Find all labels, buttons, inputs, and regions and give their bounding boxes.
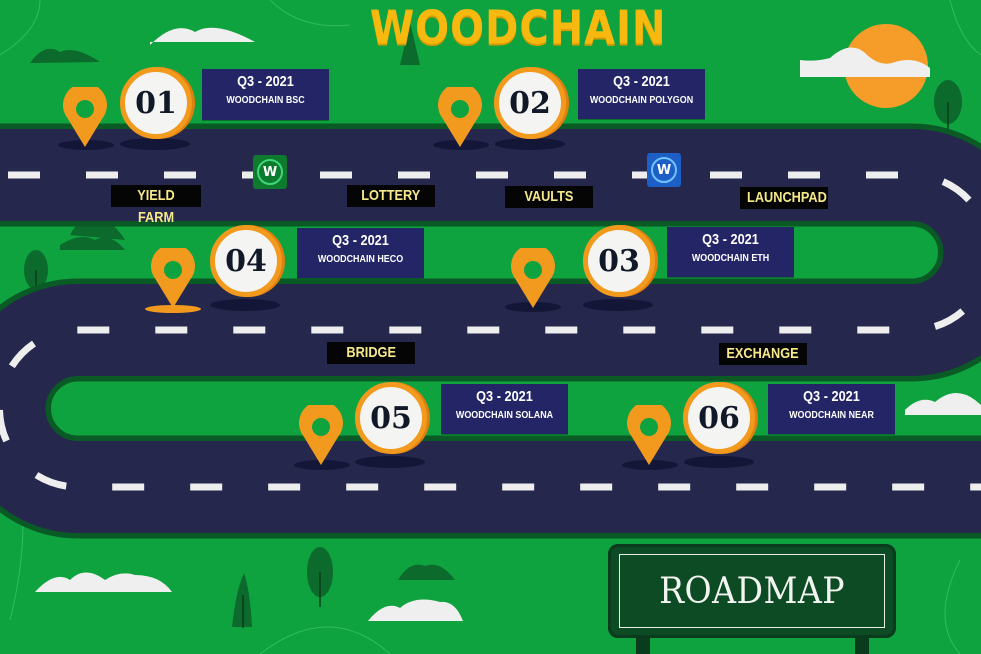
- sign-post: [855, 638, 869, 654]
- tree-icon: [232, 573, 252, 627]
- badge-shadow: [120, 138, 190, 150]
- milestone-04-info: Q3 - 2021 WOODCHAIN HECO: [297, 228, 424, 278]
- brand-title: WOODCHAIN: [370, 2, 667, 55]
- milestone-name: WOODCHAIN NEAR: [789, 409, 874, 421]
- bush-icon: [398, 564, 455, 580]
- badge-shadow: [355, 456, 425, 468]
- roadmap-sign-label: ROADMAP: [659, 570, 845, 612]
- badge-shadow: [684, 456, 754, 468]
- milestone-name: WOODCHAIN HECO: [317, 253, 404, 265]
- tree-icon: [400, 22, 420, 65]
- cloud-icon: [905, 392, 981, 415]
- milestone-01-badge: 01: [120, 67, 192, 139]
- pin-shadow: [622, 460, 678, 470]
- pin-base: [145, 305, 201, 313]
- badge-shadow: [583, 299, 653, 311]
- feature-launchpad: LAUNCHPAD: [740, 187, 828, 209]
- milestone-03-badge: 03: [583, 225, 655, 297]
- map-pin-icon: [63, 87, 107, 147]
- milestone-quarter: Q3 - 2021: [803, 388, 860, 405]
- green-w-token-icon: W: [253, 155, 287, 189]
- map-pin-icon: [151, 248, 195, 308]
- milestone-05-info: Q3 - 2021 WOODCHAIN SOLANA: [441, 384, 568, 434]
- milestone-name: WOODCHAIN POLYGON: [589, 94, 694, 106]
- milestone-02-badge: 02: [494, 67, 566, 139]
- milestone-name: WOODCHAIN ETH: [691, 252, 770, 264]
- map-pin-icon: [511, 248, 555, 308]
- map-pin-icon: [438, 87, 482, 147]
- map-pin-icon: [299, 405, 343, 465]
- pin-shadow: [294, 460, 350, 470]
- feature-exchange: EXCHANGE: [719, 343, 807, 365]
- lane-markings: [0, 171, 981, 491]
- sign-post: [636, 638, 650, 654]
- milestone-01-info: Q3 - 2021 WOODCHAIN BSC: [202, 69, 329, 120]
- blue-w-token-icon: W: [647, 153, 681, 187]
- milestone-quarter: Q3 - 2021: [613, 73, 670, 90]
- feature-yield-farm: YIELD FARM: [111, 185, 201, 226]
- badge-shadow: [495, 138, 565, 150]
- roadmap-sign: ROADMAP: [608, 544, 896, 638]
- milestone-quarter: Q3 - 2021: [237, 73, 294, 90]
- cloud-icon: [800, 47, 930, 77]
- feature-bridge: BRIDGE: [327, 342, 415, 364]
- milestone-04-badge: 04: [210, 225, 282, 297]
- milestone-quarter: Q3 - 2021: [332, 232, 389, 249]
- cloud-icon: [35, 572, 172, 592]
- cloud-icon: [368, 599, 463, 621]
- milestone-name: WOODCHAIN BSC: [226, 94, 305, 106]
- milestone-05-badge: 05: [355, 382, 427, 454]
- feature-lottery: LOTTERY: [347, 185, 435, 207]
- feature-vaults: VAULTS: [505, 186, 593, 208]
- milestone-quarter: Q3 - 2021: [702, 231, 759, 248]
- cloud-icon: [150, 27, 255, 45]
- milestone-06-badge: 06: [683, 382, 755, 454]
- milestone-name: WOODCHAIN SOLANA: [455, 409, 554, 421]
- map-pin-icon: [627, 405, 671, 465]
- milestone-03-info: Q3 - 2021 WOODCHAIN ETH: [667, 227, 794, 277]
- milestone-06-info: Q3 - 2021 WOODCHAIN NEAR: [768, 384, 895, 434]
- milestone-02-info: Q3 - 2021 WOODCHAIN POLYGON: [578, 69, 705, 119]
- bush-icon: [30, 48, 100, 63]
- milestone-quarter: Q3 - 2021: [476, 388, 533, 405]
- badge-shadow: [210, 299, 280, 311]
